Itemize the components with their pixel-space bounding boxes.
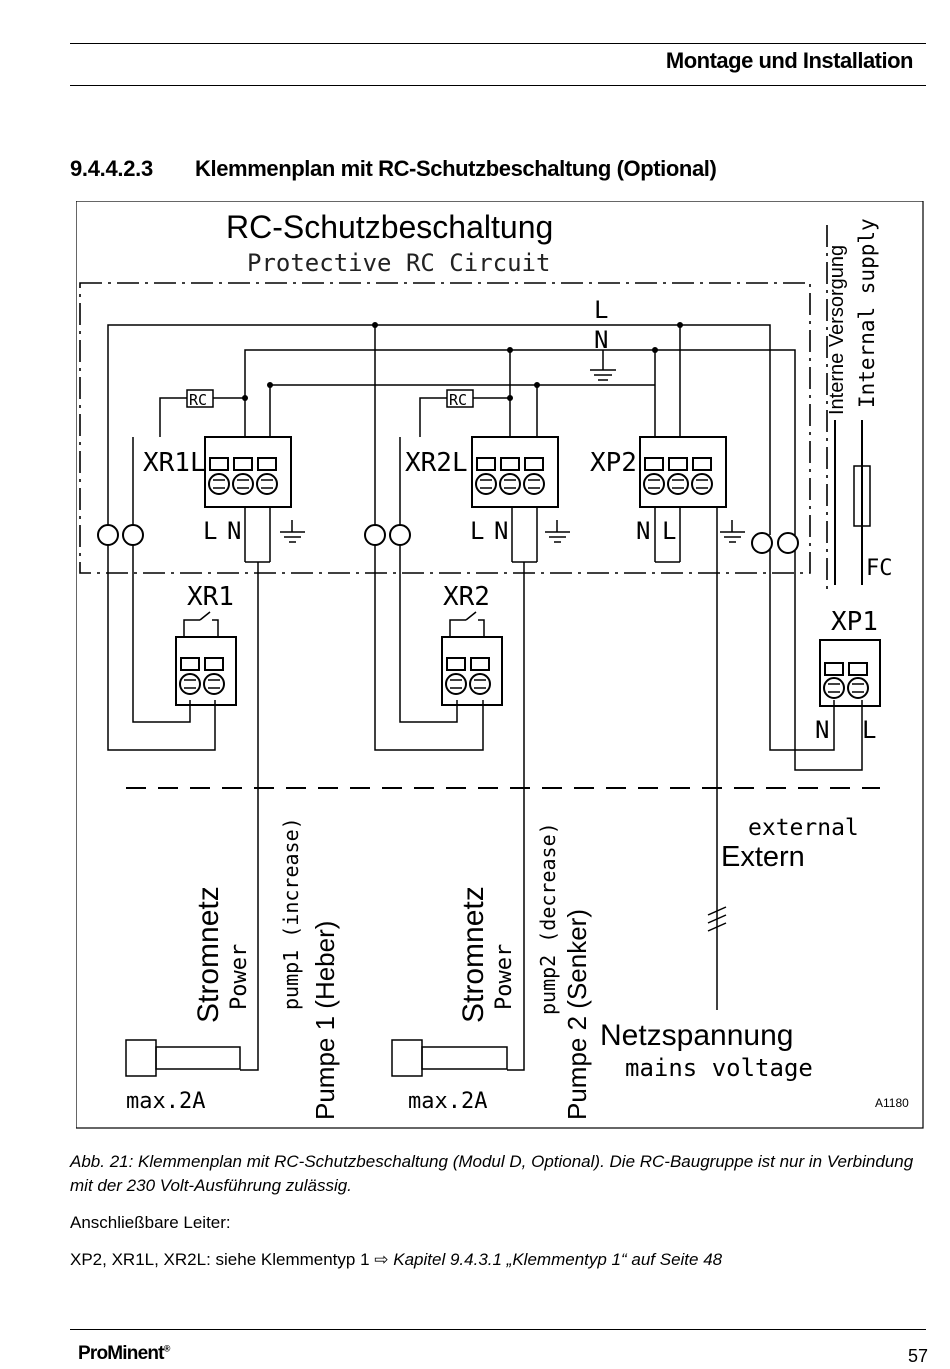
max-current-1: max.2A xyxy=(126,1089,205,1114)
header-title: Montage und Installation xyxy=(665,48,914,73)
pin-label-xr1l-n: N xyxy=(227,517,241,545)
terminal-label-xr1l: XR1L xyxy=(143,448,206,478)
bus-label-l: L xyxy=(594,296,608,324)
paragraph-conductors: Anschließbare Leiter: xyxy=(70,1213,231,1232)
terminal-label-xp1: XP1 xyxy=(831,607,878,637)
pump2-en: pump2 (decrease) xyxy=(536,822,560,1015)
terminal-ref-text: XP2, XR1L, XR2L: siehe Klemmentyp 1 xyxy=(70,1250,370,1269)
section-title: Klemmenplan mit RC-Schutzbeschaltung (Op… xyxy=(195,156,717,181)
pin-label-xr2l-l: L xyxy=(470,517,484,545)
rc-label-1: RC xyxy=(189,391,207,409)
max-current-2: max.2A xyxy=(408,1089,487,1114)
rc-label-2: RC xyxy=(449,391,467,409)
arrow-icon: ⇨ xyxy=(374,1250,389,1269)
pin-label-xr2l-n: N xyxy=(494,517,508,545)
figure-caption: Abb. 21: Klemmenplan mit RC-Schutzbescha… xyxy=(70,1152,914,1195)
page-number: 57 xyxy=(907,1346,928,1366)
pump2-de: Pumpe 2 (Senker) xyxy=(562,909,592,1120)
power-en-1: Power xyxy=(227,944,252,1010)
terminal-label-xp2: XP2 xyxy=(590,448,637,478)
terminal-label-xr2l: XR2L xyxy=(405,448,468,478)
power-de-1: Stromnetz xyxy=(192,886,225,1023)
mains-en: mains voltage xyxy=(625,1054,813,1082)
pump1-en: pump1 (increase) xyxy=(279,817,303,1010)
internal-supply-en: Internal supply xyxy=(855,218,879,408)
external-en: external xyxy=(748,815,859,841)
header-rule-top xyxy=(70,43,926,44)
header-rule-bottom xyxy=(70,85,926,86)
section-number: 9.4.4.2.3 xyxy=(70,156,153,181)
fuse-label: FC xyxy=(866,556,893,581)
pin-label-xp2-l: L xyxy=(662,517,676,545)
diagram-title: RC-Schutzbeschaltung xyxy=(226,209,553,245)
paragraph-terminal-ref: XP2, XR1L, XR2L: siehe Klemmentyp 1 ⇨ Ka… xyxy=(70,1250,722,1270)
bus-label-n: N xyxy=(594,326,608,354)
terminal-label-xr2: XR2 xyxy=(443,582,490,612)
pin-label-xp1-l: L xyxy=(862,716,876,744)
pin-label-xr1l-l: L xyxy=(203,517,217,545)
mains-de: Netzspannung xyxy=(600,1019,793,1052)
footer-rule xyxy=(70,1329,926,1330)
prominent-logo: ProMinent® xyxy=(78,1343,170,1364)
power-de-2: Stromnetz xyxy=(457,886,490,1023)
terminal-label-xr1: XR1 xyxy=(187,582,234,612)
figure-id: A1180 xyxy=(875,1096,909,1110)
power-en-2: Power xyxy=(492,944,517,1010)
external-de: Extern xyxy=(721,841,805,873)
pin-label-xp1-n: N xyxy=(815,716,829,744)
internal-supply-de: Interne Versorgung xyxy=(826,245,848,415)
chapter-link[interactable]: Kapitel 9.4.3.1 „Klemmentyp 1“ auf Seite… xyxy=(393,1250,723,1269)
diagram-subtitle: Protective RC Circuit xyxy=(247,249,550,277)
pin-label-xp2-n: N xyxy=(636,517,650,545)
pump1-de: Pumpe 1 (Heber) xyxy=(310,921,340,1120)
wiring-diagram: RC-Schutzbeschaltung Protective RC Circu… xyxy=(76,201,924,1129)
